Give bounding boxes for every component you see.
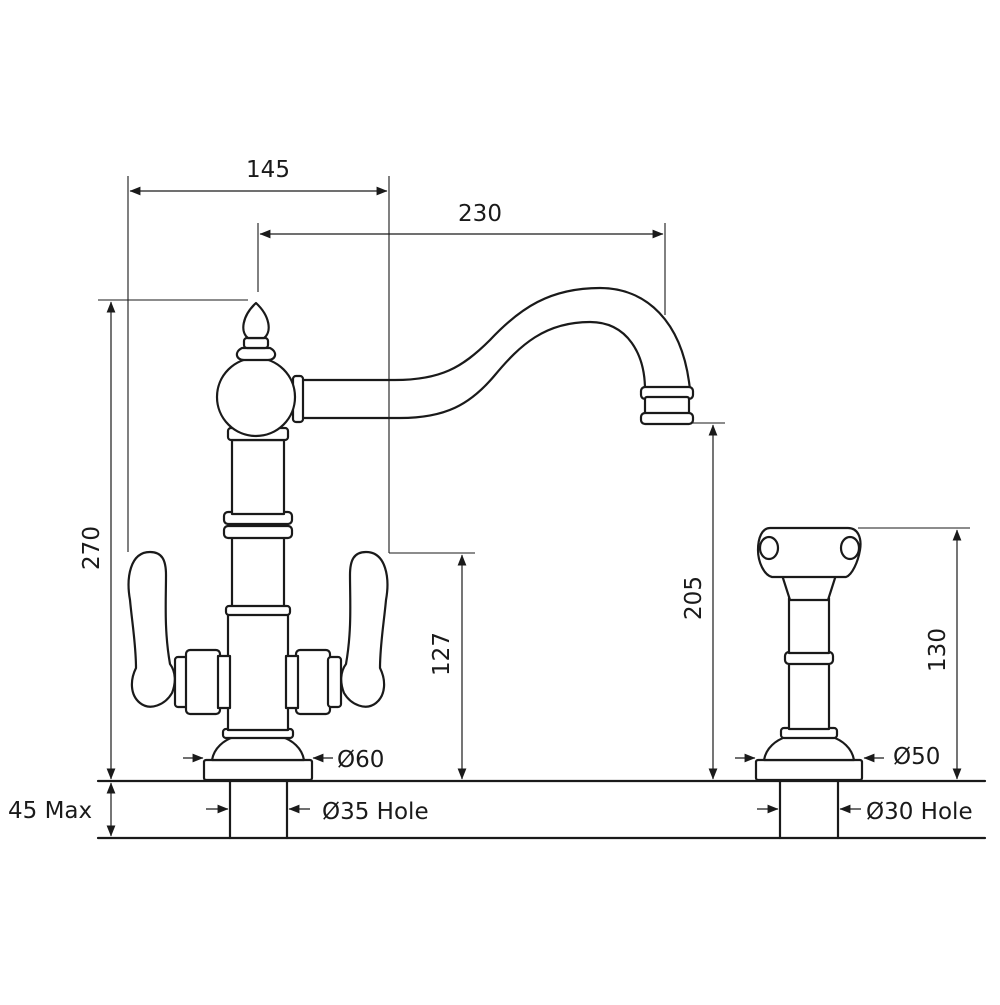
dimension-lines — [106, 186, 962, 837]
dim-spray-hole-diameter-label: Ø30 Hole — [866, 799, 973, 825]
dim-overall-height-label: 270 — [79, 526, 105, 570]
dim-spout-clearance-label: 205 — [681, 576, 707, 620]
extension-lines — [98, 176, 970, 554]
dim-handle-reach-label: 145 — [246, 157, 290, 183]
mixer-tap — [127, 301, 389, 782]
dim-handle-height-label: 127 — [429, 632, 455, 676]
dim-spout-reach-label: 230 — [458, 201, 502, 227]
dim-base-diameter-label: Ø60 — [337, 747, 384, 773]
dim-deck-thickness-label: 45 Max — [8, 798, 92, 824]
dim-hole-diameter-label: Ø35 Hole — [322, 799, 429, 825]
dim-spray-height-label: 130 — [925, 628, 951, 672]
dim-spray-base-diameter-label: Ø50 — [893, 744, 940, 770]
dimension-labels: 145 230 270 127 205 130 Ø60 Ø35 Hole Ø50… — [8, 157, 973, 825]
side-spray — [754, 526, 864, 782]
spout — [291, 286, 695, 426]
